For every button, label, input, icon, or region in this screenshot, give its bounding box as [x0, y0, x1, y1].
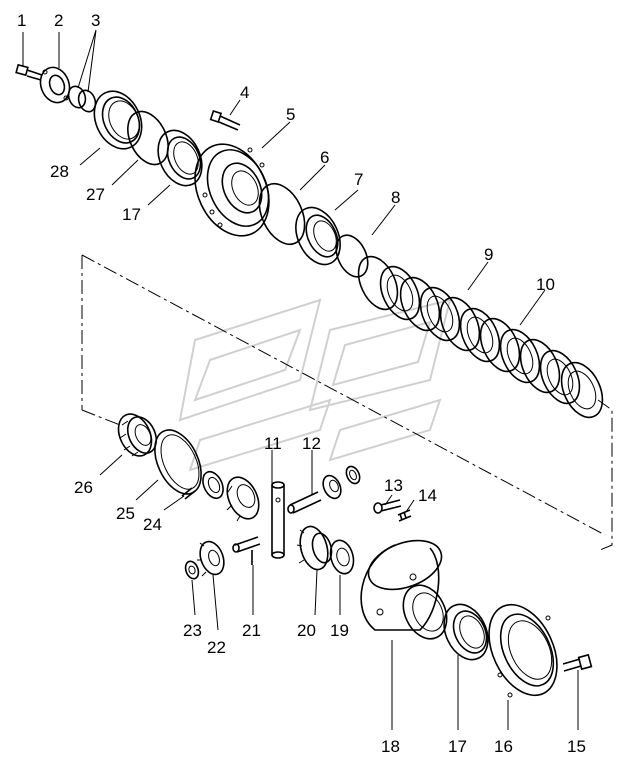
label-11: 11 — [264, 434, 282, 453]
label-7: 7 — [354, 170, 363, 189]
thrust-washer-right — [345, 465, 361, 485]
part-28-seal — [93, 90, 143, 150]
label-18: 18 — [381, 737, 400, 756]
part-18-differential-case — [360, 539, 448, 640]
label-17-bottom: 17 — [448, 737, 467, 756]
label-26: 26 — [74, 478, 93, 497]
label-4: 4 — [240, 83, 249, 102]
label-23: 23 — [183, 621, 202, 640]
label-6: 6 — [320, 148, 329, 167]
label-10: 10 — [536, 275, 555, 294]
part-17-bearing-top — [157, 129, 203, 187]
part-number-labels: 1 2 3 4 5 6 7 8 9 10 28 27 17 26 25 24 1… — [17, 11, 586, 756]
label-2: 2 — [54, 11, 63, 30]
assembly-boundary — [81, 254, 613, 551]
part-8-o-ring — [335, 234, 369, 278]
part-2-retainer — [39, 66, 71, 104]
label-24: 24 — [143, 515, 162, 534]
part-9-10-clutch-pack — [357, 255, 604, 419]
part-17-bearing-bottom — [443, 603, 489, 661]
label-20: 20 — [297, 621, 316, 640]
label-12: 12 — [302, 434, 321, 453]
thrust-washer-left — [202, 470, 224, 500]
part-27-o-ring — [127, 110, 169, 166]
label-21: 21 — [242, 621, 261, 640]
label-15: 15 — [567, 737, 586, 756]
part-1-bolt — [15, 63, 43, 81]
label-19: 19 — [330, 621, 349, 640]
label-16: 16 — [494, 737, 513, 756]
part-26-gear-hub — [117, 413, 158, 457]
side-gear-left — [226, 476, 260, 522]
pinion-pin-lower — [232, 536, 261, 553]
part-4-bolt — [209, 109, 241, 131]
label-22: 22 — [207, 638, 226, 657]
part-11-cross-shaft — [271, 481, 285, 559]
part-6-o-ring — [258, 182, 306, 246]
part-16-cover-flange — [488, 603, 558, 698]
part-24-pin — [181, 487, 196, 500]
part-3-rings — [67, 85, 97, 113]
part-5-housing — [194, 143, 270, 237]
label-14: 14 — [418, 486, 437, 505]
label-8: 8 — [391, 188, 400, 207]
label-13: 13 — [384, 476, 403, 495]
label-25: 25 — [116, 504, 135, 523]
part-20-side-gear — [296, 525, 333, 571]
label-1: 1 — [17, 11, 26, 30]
label-9: 9 — [484, 245, 493, 264]
part-15-bolt — [562, 653, 593, 672]
label-27: 27 — [86, 185, 105, 204]
pinion-gear-right — [322, 474, 342, 500]
label-28: 28 — [50, 162, 69, 181]
label-5: 5 — [286, 105, 295, 124]
part-14-set-screw — [397, 509, 412, 522]
label-3: 3 — [91, 11, 100, 30]
watermark-logo — [178, 298, 452, 472]
part-23-washer — [184, 560, 200, 580]
part-13-screw — [373, 499, 402, 514]
label-17-top: 17 — [122, 205, 141, 224]
part-7-bearing — [295, 206, 341, 266]
leader-lines — [22, 29, 579, 730]
part-19-washer — [329, 539, 355, 575]
part-12-pinion-pin — [287, 491, 322, 514]
part-22-pinion-gear — [197, 540, 225, 577]
